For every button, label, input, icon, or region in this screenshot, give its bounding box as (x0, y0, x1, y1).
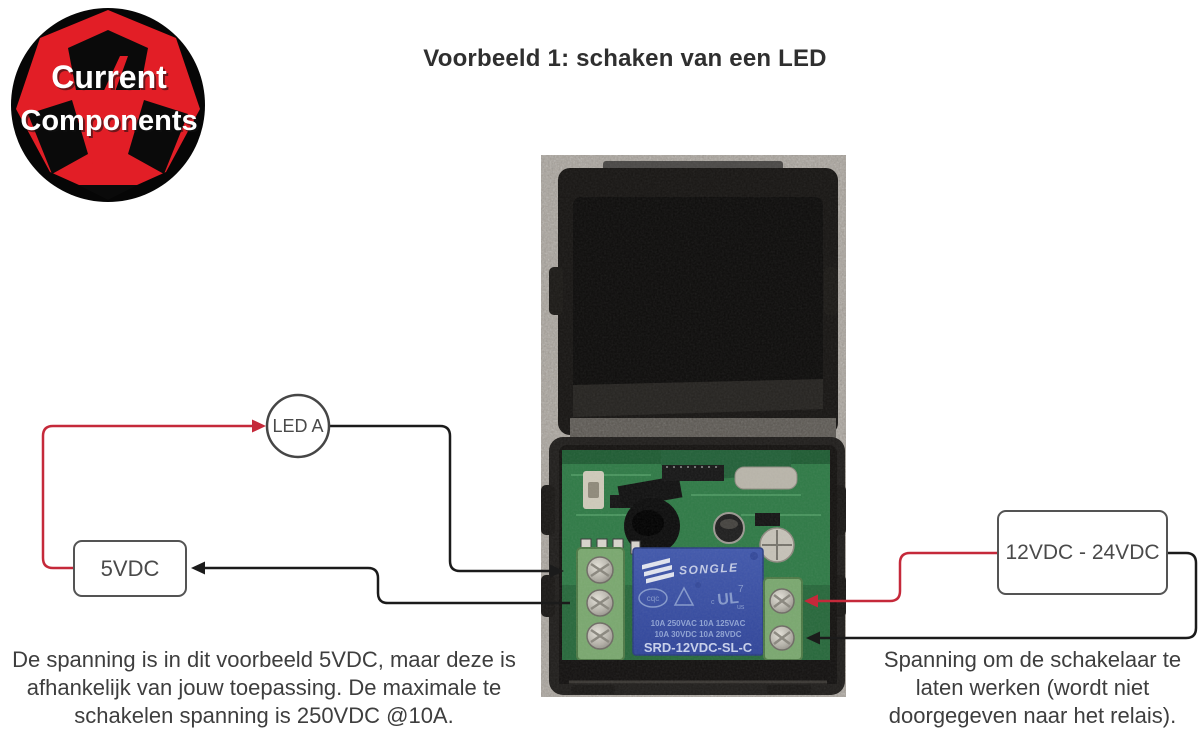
note-right: Spanning om de schakelaar te laten werke… (855, 646, 1200, 730)
source-box-12-24vdc-label: 12VDC - 24VDC (1005, 540, 1160, 564)
source-box-5vdc-label: 5VDC (100, 555, 160, 581)
logo-text-shadow-1: Current (53, 61, 169, 97)
source-box-12-24vdc: 12VDC - 24VDC (997, 510, 1168, 595)
source-box-5vdc: 5VDC (73, 540, 187, 597)
led-node: LED A (265, 393, 331, 459)
arrowhead-black-into-left-terminal (550, 564, 564, 578)
note-left-line2: afhankelijk van jouw toepassing. De maxi… (26, 675, 502, 700)
note-left: De spanning is in dit voorbeeld 5VDC, ma… (0, 646, 528, 730)
note-right-line3: doorgegeven naar het relais). (888, 703, 1177, 728)
note-right-line2: laten werken (wordt niet (915, 675, 1150, 700)
logo-text-shadow-2: Components (22, 107, 199, 139)
wire-red-left (41, 424, 252, 570)
wire-red-right (818, 551, 997, 603)
logo-text-line2: Components (20, 105, 197, 137)
note-left-line3: schakelen spanning is 250VDC @10A. (74, 703, 454, 728)
wire-black-led-to-module (329, 424, 550, 573)
note-left-line1: De spanning is in dit voorbeeld 5VDC, ma… (12, 647, 516, 672)
arrowhead-black-into-5vdc (191, 561, 205, 575)
note-right-line1: Spanning om de schakelaar te (883, 647, 1182, 672)
page-title: Voorbeeld 1: schaken van een LED (423, 45, 827, 72)
wire-black-right (820, 551, 1198, 640)
logo-text-line1: Current (51, 59, 167, 95)
current-components-logo: Current Current Components Components (11, 8, 205, 202)
lightning-bolt-icon (92, 56, 128, 164)
wire-black-module-to-5vdc (205, 566, 570, 605)
arrowhead-red-into-right-terminal (804, 594, 818, 608)
arrowhead-red-into-led (252, 419, 266, 433)
led-label: LED A (272, 416, 323, 436)
logo-geometric-ball (16, 10, 200, 200)
arrowhead-black-into-right-terminal (806, 631, 820, 645)
